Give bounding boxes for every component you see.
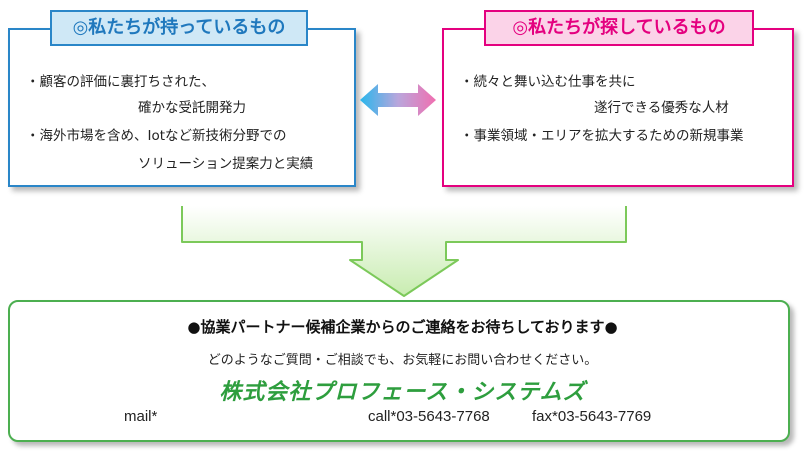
contact-title: ●協業パートナー候補企業からのご連絡をお待ちしております● [187, 318, 618, 336]
have-item-2-line-2: ソリューション提案力と実績 [138, 156, 314, 172]
have-item-1-line-1: ・顧客の評価に裏打ちされた、 [26, 74, 215, 90]
have-heading: ◎私たちが持っているもの [50, 10, 308, 46]
contact-mail[interactable]: mail* [124, 408, 158, 425]
double-headed-arrow-icon [360, 84, 436, 116]
company-name: 株式会社プロフェース・システムズ [219, 380, 586, 405]
have-item-2-line-1: ・海外市場を含め、Iotなど新技術分野での [26, 128, 287, 144]
have-item-1-line-2: 確かな受託開発力 [138, 100, 246, 116]
down-arrow-icon [181, 206, 627, 297]
contact-phone[interactable]: call*03-5643-7768 [368, 408, 490, 425]
seek-item-1-line-1: ・続々と舞い込む仕事を共に [460, 74, 636, 90]
contact-subtitle: どのようなご質問・ご相談でも、お気軽にお問い合わせください。 [207, 353, 598, 368]
seek-heading: ◎私たちが探しているもの [484, 10, 754, 46]
contact-box [8, 300, 790, 442]
seek-item-1-line-2: 遂行できる優秀な人材 [594, 100, 729, 116]
seek-box [442, 28, 794, 187]
seek-item-2-line-1: ・事業領域・エリアを拡大するための新規事業 [460, 128, 744, 144]
contact-fax: fax*03-5643-7769 [532, 408, 652, 425]
